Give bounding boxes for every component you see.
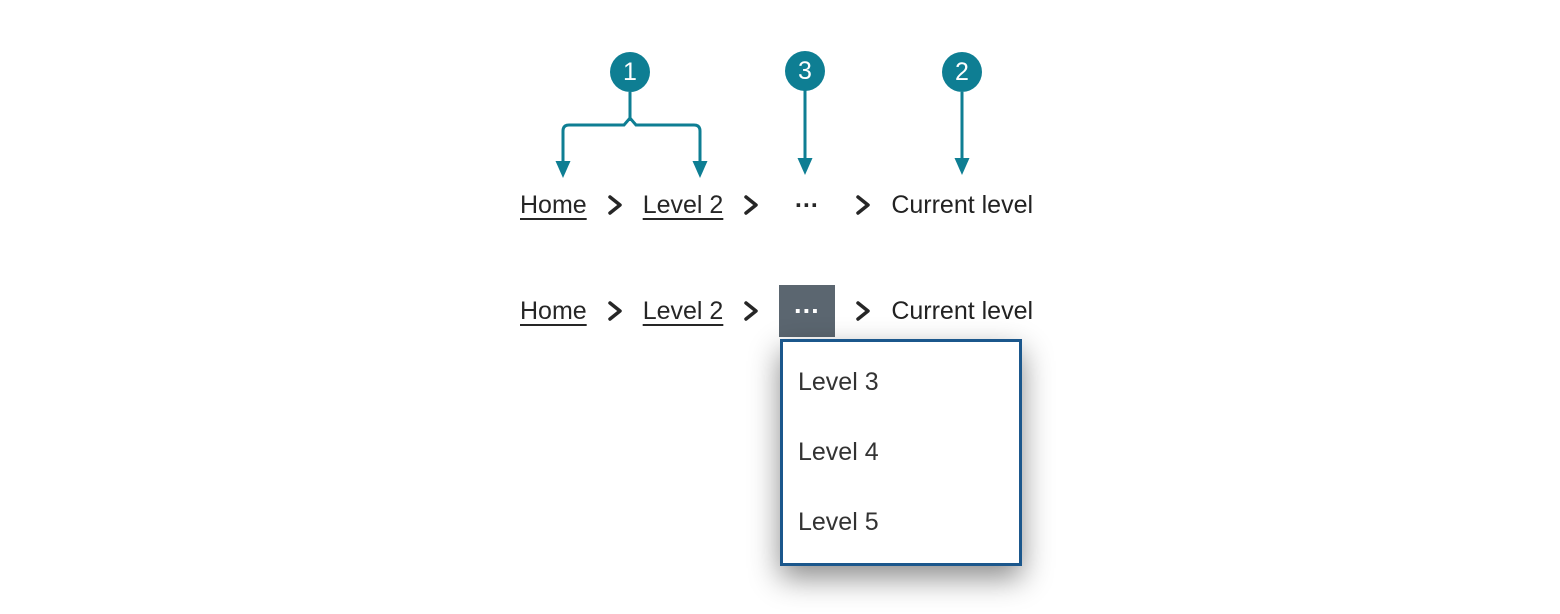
chevron-right-icon	[856, 301, 871, 321]
breadcrumb-current-level: Current level	[891, 296, 1034, 325]
chevron-right-icon	[856, 195, 871, 215]
callout-badge-1-number: 1	[623, 57, 637, 86]
dropdown-item-level3[interactable]: Level 3	[798, 368, 879, 397]
callout3-arrowhead-icon	[797, 158, 813, 175]
chevron-right-icon	[607, 301, 622, 321]
callout1-bracket	[561, 115, 702, 163]
callout2-arrowhead-icon	[954, 158, 970, 175]
callout-badge-3: 3	[785, 51, 825, 91]
breadcrumb-current-level: Current level	[891, 190, 1034, 219]
breadcrumb-link-home[interactable]: Home	[520, 296, 587, 325]
chevron-right-icon	[744, 195, 759, 215]
breadcrumb-expanded: Home Level 2 … Current level	[520, 285, 1033, 337]
callout-badge-3-number: 3	[798, 56, 812, 85]
callout-badge-2-number: 2	[955, 57, 969, 86]
callout-badge-2: 2	[942, 52, 982, 92]
callout1-right-arrowhead-icon	[692, 161, 708, 178]
breadcrumb-overflow-collapsed[interactable]: …	[779, 184, 835, 222]
breadcrumb-default: Home Level 2 … Current level	[520, 184, 1034, 222]
breadcrumb-link-home[interactable]: Home	[520, 190, 587, 219]
breadcrumb-link-level2[interactable]: Level 2	[642, 296, 724, 325]
dropdown-item-level4[interactable]: Level 4	[798, 438, 879, 466]
callout1-left-arrowhead-icon	[555, 161, 571, 178]
callout-badge-1: 1	[610, 52, 650, 92]
breadcrumb-overflow-button-active[interactable]: …	[779, 285, 836, 337]
chevron-right-icon	[607, 195, 622, 215]
chevron-right-icon	[744, 301, 759, 321]
dropdown-item-level5[interactable]: Level 5	[798, 507, 879, 536]
breadcrumb-link-level2[interactable]: Level 2	[642, 190, 724, 219]
overflow-ellipsis-icon: …	[792, 288, 822, 319]
overflow-dropdown-menu: Level 3 Level 4 Level 5	[780, 339, 1022, 566]
overflow-ellipsis-icon[interactable]: …	[793, 184, 821, 213]
